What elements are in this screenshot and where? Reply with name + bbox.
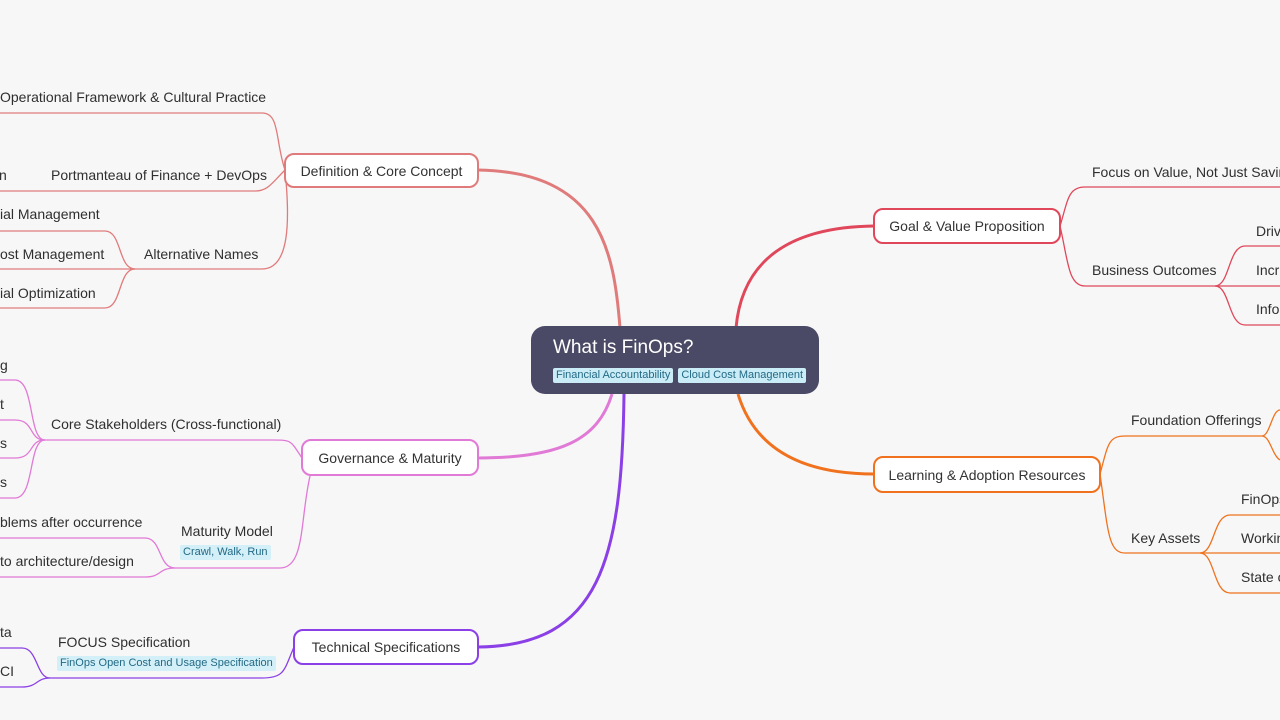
node-asset-3[interactable]: State o <box>1241 569 1280 585</box>
root-tag-financial-accountability: Financial Accountability <box>553 368 674 383</box>
node-definition[interactable]: Definition & Core Concept <box>284 153 479 188</box>
node-focus-spec[interactable]: FOCUS Specification <box>58 634 191 650</box>
node-stakeholder-2[interactable]: t <box>0 396 4 412</box>
node-asset-1[interactable]: FinOps <box>1241 491 1280 507</box>
node-maturity-model[interactable]: Maturity Model <box>181 523 273 539</box>
connector-technical <box>477 393 626 649</box>
node-portmanteau[interactable]: Portmanteau of Finance + DevOps <box>51 167 267 183</box>
connector-learning <box>736 393 875 476</box>
node-asset-2[interactable]: Workin <box>1241 530 1280 546</box>
focus-tag: FinOps Open Cost and Usage Specification <box>57 656 276 671</box>
node-core-stakeholders[interactable]: Core Stakeholders (Cross-functional) <box>51 416 282 432</box>
node-focus-2[interactable]: CI <box>0 663 14 679</box>
maturity-tag: Crawl, Walk, Run <box>180 545 271 560</box>
node-technical[interactable]: Technical Specifications <box>293 629 479 665</box>
connector-definition <box>477 168 622 329</box>
root-tag-cloud-cost-management: Cloud Cost Management <box>678 368 807 383</box>
node-stakeholder-1[interactable]: g <box>0 357 8 373</box>
node-focus-1[interactable]: ta <box>0 624 12 640</box>
node-stakeholder-3[interactable]: s <box>0 435 7 451</box>
node-outcome-3[interactable]: Info <box>1256 301 1280 317</box>
root-title: What is FinOps? <box>553 337 694 358</box>
node-alt-3[interactable]: ial Optimization <box>0 285 96 301</box>
node-goal[interactable]: Goal & Value Proposition <box>873 208 1061 244</box>
node-governance[interactable]: Governance & Maturity <box>301 439 479 476</box>
node-maturity-2[interactable]: to architecture/design <box>0 553 134 569</box>
node-foundation-offerings[interactable]: Foundation Offerings <box>1131 412 1262 428</box>
root-tags: Financial Accountability Cloud Cost Mana… <box>553 368 807 383</box>
connector-goal <box>734 224 875 329</box>
node-alt-2[interactable]: ost Management <box>0 246 105 262</box>
node-alternative-names[interactable]: Alternative Names <box>144 246 259 262</box>
node-business-outcomes[interactable]: Business Outcomes <box>1092 262 1217 278</box>
node-alt-1[interactable]: ial Management <box>0 206 100 222</box>
node-portmanteau-left[interactable]: n <box>0 167 7 183</box>
node-learning[interactable]: Learning & Adoption Resources <box>873 456 1101 493</box>
node-outcome-1[interactable]: Driv <box>1256 223 1280 239</box>
connector-governance <box>477 393 614 460</box>
node-focus-value[interactable]: Focus on Value, Not Just Saving <box>1092 164 1280 180</box>
node-maturity-1[interactable]: blems after occurrence <box>0 514 143 530</box>
root-node[interactable]: What is FinOps? Financial Accountability… <box>531 326 819 394</box>
node-outcome-2[interactable]: Incre <box>1256 262 1280 278</box>
node-operational-framework[interactable]: Operational Framework & Cultural Practic… <box>0 89 267 105</box>
node-key-assets[interactable]: Key Assets <box>1131 530 1201 546</box>
node-stakeholder-4[interactable]: s <box>0 474 7 490</box>
